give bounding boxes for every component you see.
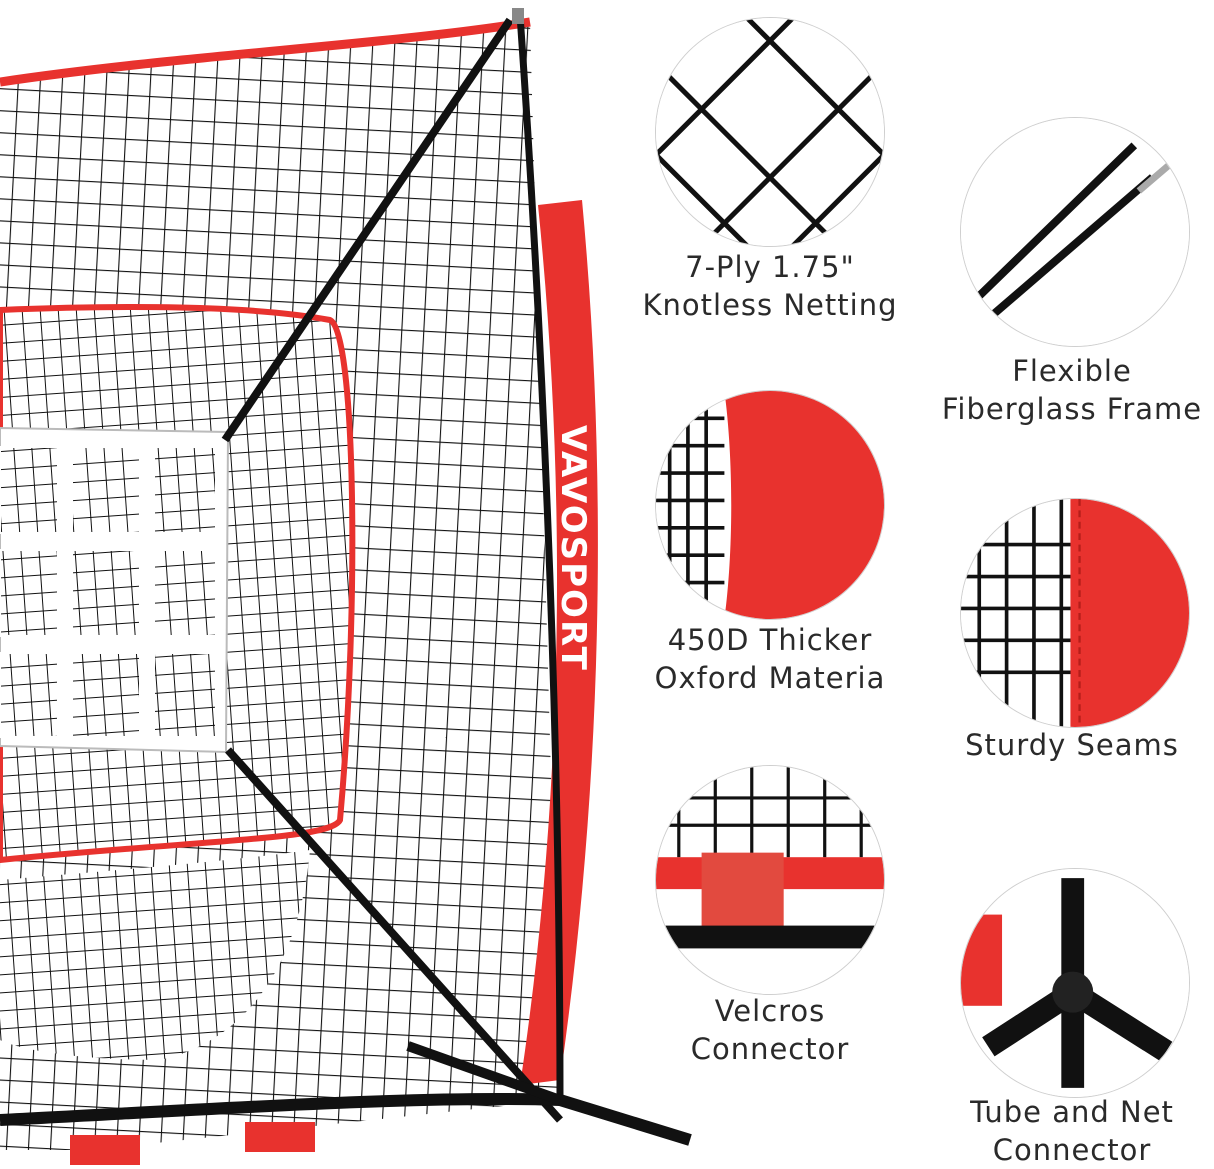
knotless-netting-closeup-icon bbox=[655, 17, 885, 247]
feature-velcro-caption: Velcros Connector bbox=[690, 994, 850, 1066]
feature-frame-caption: Flexible Fiberglass Frame bbox=[941, 354, 1203, 426]
velcro-connector-closeup-icon bbox=[655, 765, 885, 995]
brand-logo: VAVOSPORT bbox=[553, 425, 593, 672]
feature-tube-caption: Tube and Net Connector bbox=[970, 1095, 1174, 1167]
tube-net-connector-closeup-icon bbox=[960, 868, 1190, 1098]
strike-zone-target bbox=[0, 426, 230, 754]
oxford-fabric-closeup-icon bbox=[655, 390, 885, 620]
fiberglass-pole-closeup-icon bbox=[960, 117, 1190, 347]
practice-net-image: VAVOSPORT bbox=[0, 8, 692, 1165]
feature-seams-caption: Sturdy Seams bbox=[965, 728, 1179, 762]
feature-oxford-caption: 450D Thicker Oxford Materia bbox=[654, 623, 886, 695]
seam-closeup-icon bbox=[960, 498, 1190, 728]
feature-netting-caption: 7-Ply 1.75" Knotless Netting bbox=[642, 250, 898, 322]
